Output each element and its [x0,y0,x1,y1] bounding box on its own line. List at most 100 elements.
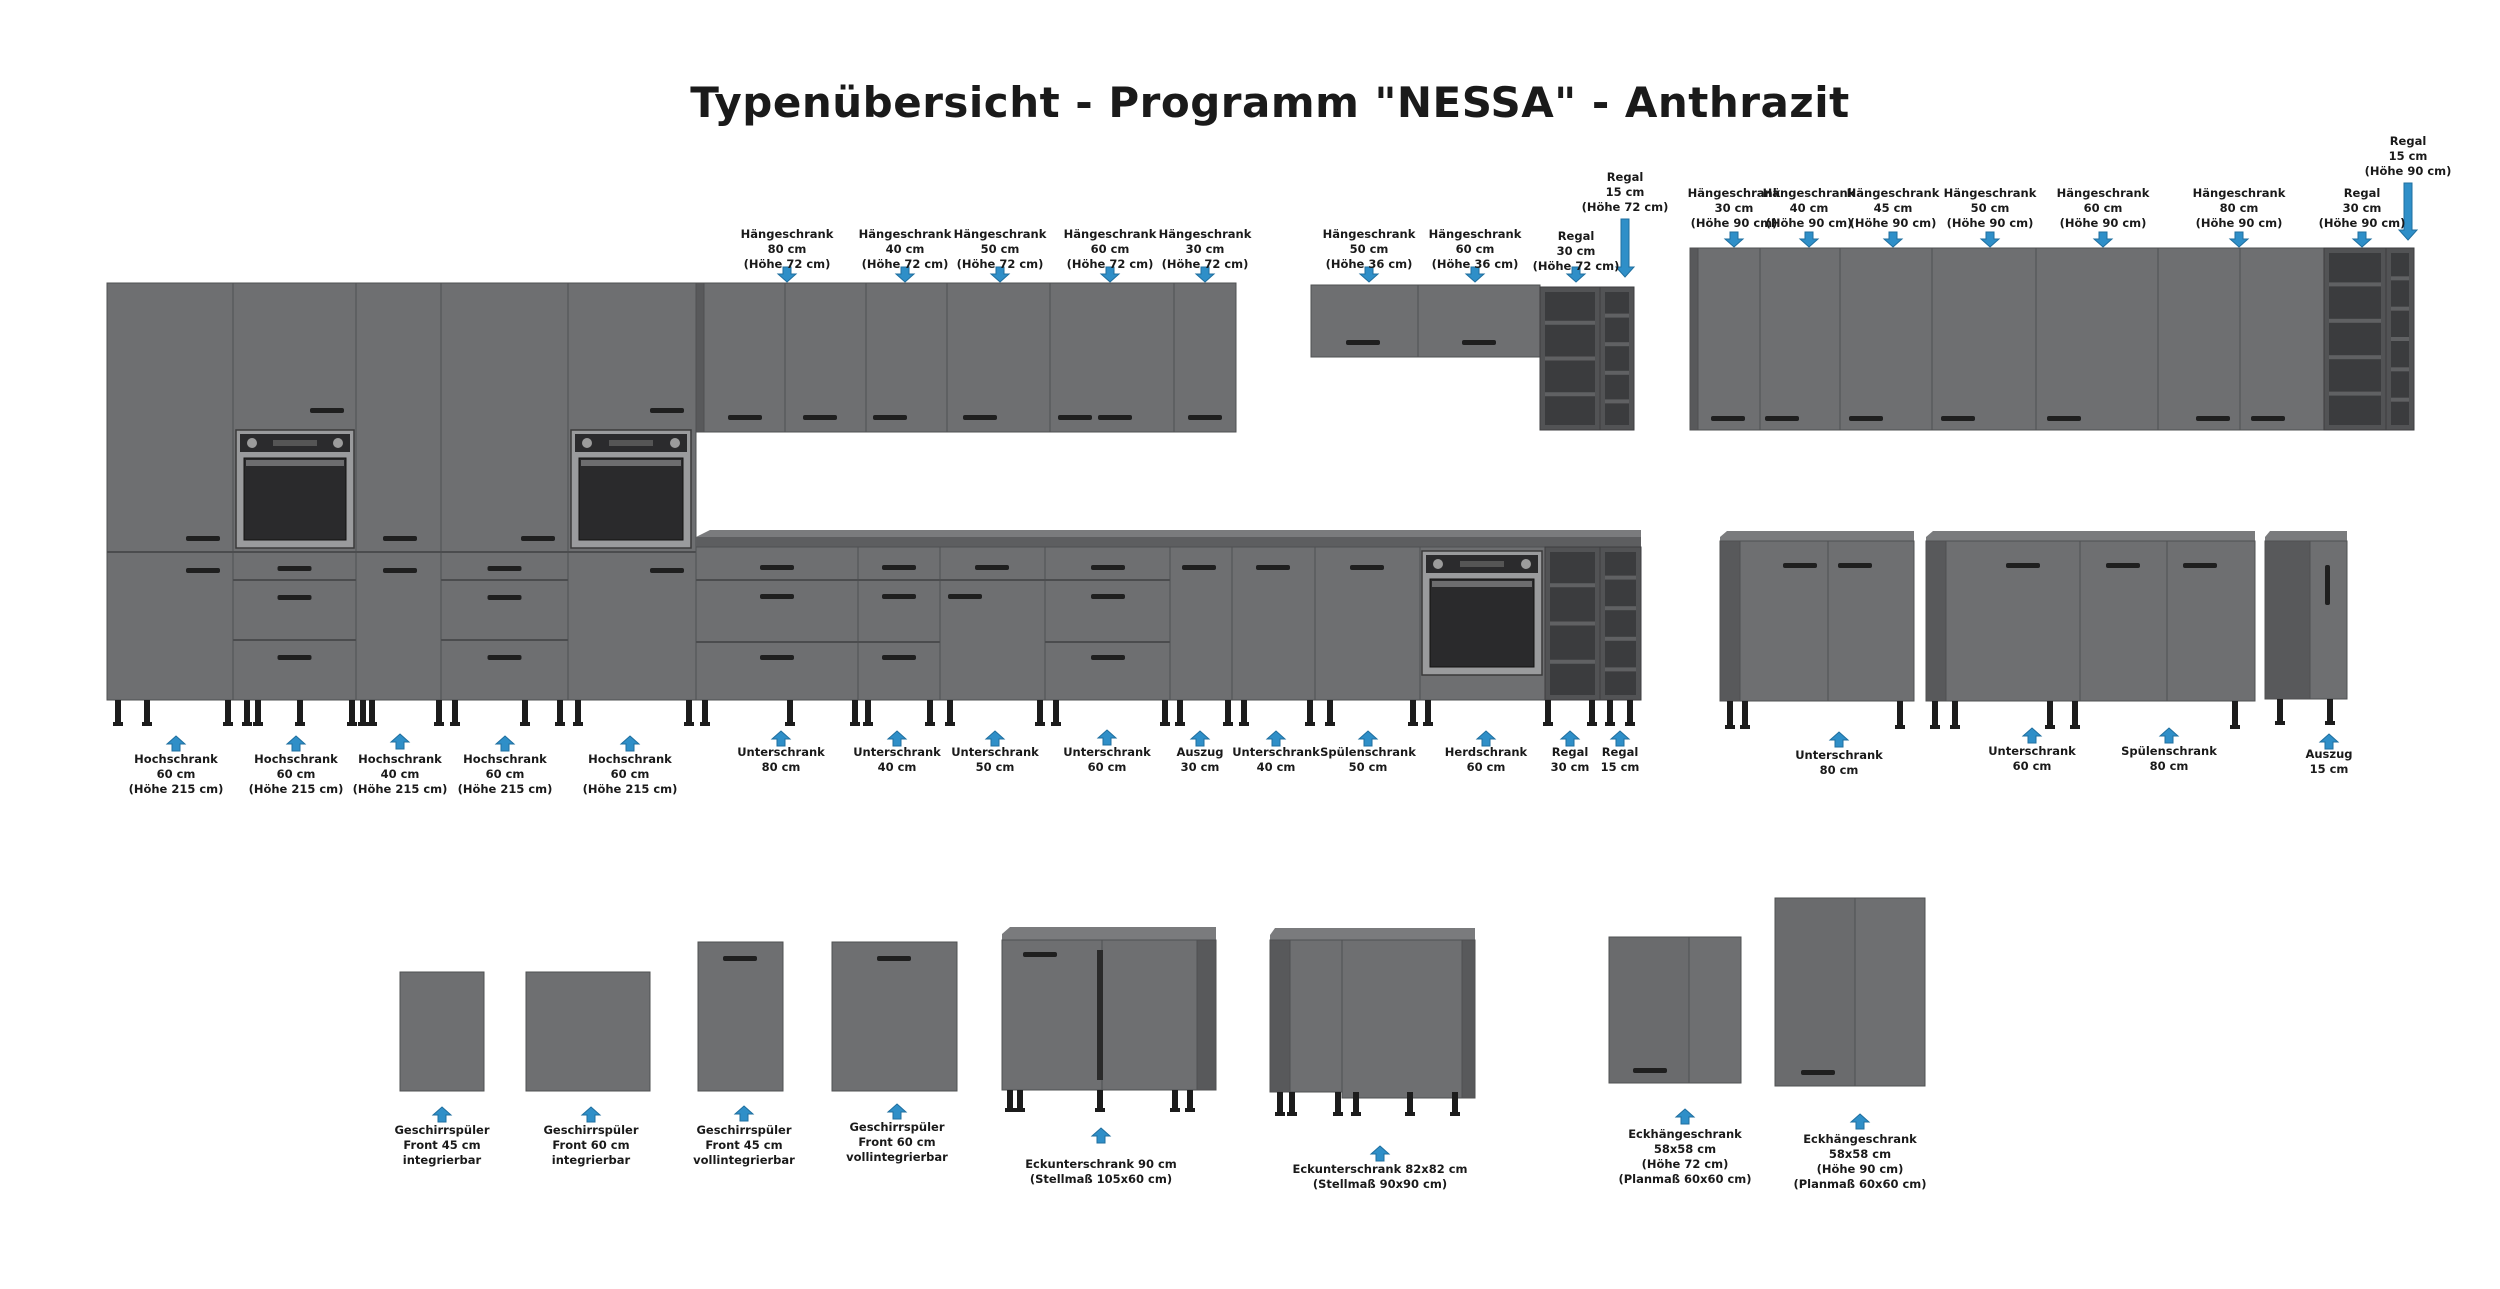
handle [948,594,982,599]
cabinet-side [1269,939,1291,1093]
cabinet-side [2264,540,2311,700]
cabinet-label-line: 15 cm [2388,149,2428,163]
handle [487,655,522,660]
countertop-top [2265,531,2347,541]
cabinet-label-line: Eckhängeschrank [1803,1132,1917,1146]
cabinet-side [1196,939,1217,1091]
cabinet-label-line: 60 cm [1455,242,1495,256]
cabinet-label-line: Hängeschrank [1428,227,1522,241]
cabinet-label-line: (Höhe 72 cm) [1641,1157,1729,1171]
leg [1225,700,1231,726]
arrow-up-icon [1096,729,1118,746]
leg [1017,1090,1023,1112]
leg [1307,700,1313,726]
handle [2106,563,2140,568]
arrow-down-icon [1882,231,1904,248]
cabinet-label-line: Hängeschrank [1063,227,1157,241]
leg-foot [1351,1112,1361,1116]
leg [1410,700,1416,726]
cabinet-label-line: 30 cm [1714,201,1754,215]
wall-cabinet [865,282,948,433]
leg [2072,701,2078,729]
leg-foot [1423,722,1433,726]
cabinet-label-line: Regal [1551,745,1589,759]
leg-foot [1095,1108,1105,1112]
arrow-up-icon [619,735,641,752]
leg-foot [2275,721,2285,725]
arrow-up-icon [285,735,307,752]
leg-foot [1587,722,1597,726]
cabinet-label-line: 80 cm [767,242,807,256]
short-wall-cabinet [1310,284,1419,358]
arrow-up-icon [389,733,411,750]
shelf-board [2329,282,2381,287]
arrow-up-icon [1849,1113,1871,1130]
handle [487,595,522,600]
cabinet-label-line: 60 cm [1087,760,1127,774]
handle [186,536,220,541]
arrow-down-icon [1099,266,1121,283]
arrow-down-icon [989,266,1011,283]
handle [975,565,1009,570]
arrow-up-icon [1674,1108,1696,1125]
tall-wall-cabinet [2157,247,2241,431]
cabinet-side [1925,540,1947,702]
handle [310,408,344,413]
arrow-down-icon [2397,182,2419,241]
arrow-down-icon [989,266,1011,283]
arrow-up-icon [2021,727,2043,744]
dishwasher-front [525,971,651,1092]
oven-handle [581,460,681,466]
base-cabinet [1314,546,1421,701]
leg [225,700,231,726]
arrow-up-icon [1265,730,1287,747]
arrow-down-icon [1979,231,2001,248]
leg-foot [242,722,252,726]
arrow-down-icon [2351,231,2373,248]
leg-foot [367,722,377,726]
cabinet-label-line: Hochschrank [463,752,547,766]
cabinet-label-line: (Planmaß 60x60 cm) [1618,1172,1752,1186]
leg-foot [450,722,460,726]
arrow-down-icon [776,266,798,283]
dishwasher-front [399,971,485,1092]
tall-cabinet [106,282,234,701]
cabinet-label-line: (Höhe 215 cm) [352,782,448,796]
cabinet-shapes [106,247,2415,1116]
cabinet-label-line: 30 cm [1550,760,1590,774]
oven-knob [247,438,257,448]
cabinet-label-line: 60 cm [2012,759,2052,773]
oven-display [609,440,653,446]
shelf-board [2391,397,2409,402]
leg [1277,1092,1283,1116]
handle [728,415,762,420]
cabinet-label-line: 80 cm [1819,763,1859,777]
leg [349,700,355,726]
leg-foot [1160,722,1170,726]
arrow-down-icon [2397,182,2419,241]
leg-foot [1895,725,1905,729]
handle [760,655,794,660]
leg-foot [1305,722,1315,726]
arrow-up-icon [1475,730,1497,747]
leg-foot [347,722,357,726]
handle [1346,340,1380,345]
oven-knob [1521,559,1531,569]
handle [487,566,522,571]
arrow-up-icon [770,730,792,747]
handle [277,655,312,660]
arrow-up-icon [1369,1145,1391,1162]
cabinet-label-line: (Höhe 90 cm) [1946,216,2034,230]
arrow-up-icon [2158,727,2180,744]
cabinet-label-line: Unterschrank [1063,745,1151,759]
cabinet-label-line: Spülenschrank [1320,745,1416,759]
countertop [696,537,1641,547]
arrow-down-icon [1798,231,1820,248]
